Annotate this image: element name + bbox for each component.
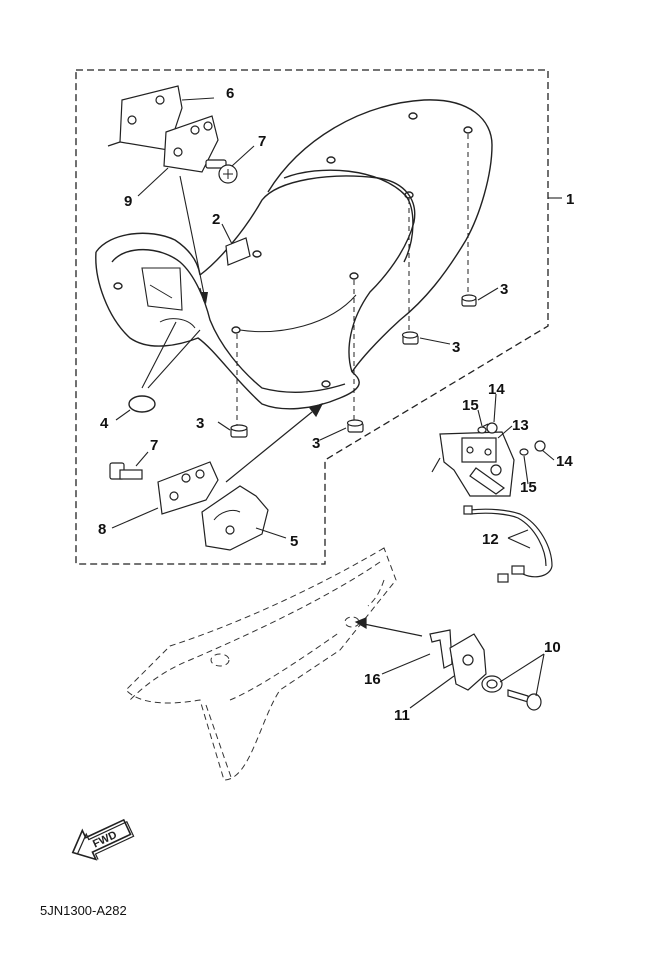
callout-14b: 14 (556, 453, 573, 470)
reference-code: 5JN1300-A282 (40, 903, 127, 918)
key-part (507, 689, 542, 711)
main-switch-lock-part (449, 633, 503, 693)
front-bracket-lower-part (157, 461, 219, 515)
callout-4: 4 (100, 415, 109, 432)
callout-14a: 14 (488, 381, 505, 398)
clip-part (429, 629, 453, 669)
bolt-lower-part (109, 462, 143, 480)
callout-7a: 7 (258, 133, 266, 150)
assembly-arrow-frame (354, 617, 423, 637)
callout-11: 11 (394, 707, 410, 724)
callout-5: 5 (290, 533, 298, 550)
grommets (230, 294, 477, 438)
assembly-arrow-seat (225, 402, 324, 483)
callout-3a: 3 (500, 281, 508, 298)
seat-lock-part (431, 431, 515, 497)
callout-9: 9 (124, 193, 132, 210)
callout-15b: 15 (520, 479, 537, 496)
callout-13: 13 (512, 417, 529, 434)
alignment-lines (199, 134, 469, 426)
seat-assembly (95, 99, 493, 410)
seat-top-outline (199, 175, 416, 373)
fwd-label: FWD (91, 829, 119, 850)
seat-hook-plate-part (201, 485, 269, 551)
callout-2: 2 (212, 211, 220, 228)
grommet-rear-mid (401, 331, 419, 345)
callout-7b: 7 (150, 437, 158, 454)
seat-nose-side (95, 251, 360, 410)
callout-8: 8 (98, 521, 106, 538)
callout-3d: 3 (312, 435, 320, 452)
callout-15a: 15 (462, 397, 479, 414)
callout-1: 1 (566, 191, 574, 208)
grommet-rear-right (461, 294, 477, 307)
seat-band-part (128, 395, 156, 413)
seat-lock-cable-part (463, 505, 553, 583)
callout-numbers: 1 2 3 3 3 3 4 5 6 7 7 8 9 10 11 12 13 14… (98, 85, 574, 724)
seat-stitch-line (239, 294, 357, 333)
callout-3c: 3 (196, 415, 204, 432)
frame-phantom (125, 547, 397, 781)
assembly-line-bracket (179, 175, 205, 295)
seat-bottom-lip (111, 248, 346, 394)
seat-label-part (225, 237, 251, 266)
callout-10: 10 (544, 639, 561, 656)
lock-screws (477, 422, 546, 456)
fwd-arrow-icon: FWD (71, 818, 135, 861)
leader-lines (111, 97, 562, 709)
callout-6: 6 (226, 85, 234, 102)
seat-rear-outline (267, 99, 493, 373)
callout-12: 12 (482, 531, 499, 548)
front-bracket-upper-part (163, 115, 219, 173)
grommet-front-left (230, 424, 248, 438)
grommet-front-right (346, 419, 364, 433)
callout-16: 16 (364, 671, 381, 688)
seat-nose-top (95, 232, 201, 276)
seat-pan-window (141, 267, 183, 311)
seat-rear-piping (283, 169, 414, 263)
callout-3b: 3 (452, 339, 460, 356)
bolt-upper-part (205, 159, 238, 184)
